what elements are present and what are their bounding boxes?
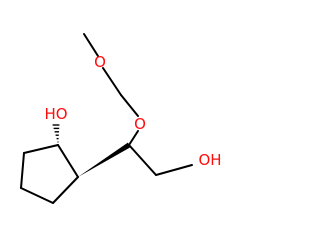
hashed-wedge-bond (52, 124, 60, 143)
chain-bonds (83, 33, 193, 176)
bold-wedge-bond (78, 142, 130, 177)
bond-chain-to-ether-o (128, 130, 139, 146)
ring-bond (57, 144, 79, 178)
ring-bond (52, 176, 79, 204)
ring-bond (23, 144, 59, 154)
bond-ch2-to-oh (155, 164, 193, 176)
bond-ch2-to-ether-o (102, 67, 122, 96)
chemical-structure-diagram: HO OH O O (20, 33, 222, 204)
hydroxyl-label-chain: OH (198, 151, 221, 169)
ether-oxygen-label-lower: O (134, 115, 146, 133)
hydroxyl-label-ring: HO (44, 105, 67, 123)
bond-ether-o-to-methyl (83, 33, 99, 57)
cyclopentane-ring (20, 144, 79, 204)
bond-ether-o-to-ch2 (120, 94, 139, 117)
ether-oxygen-label-upper: O (94, 53, 106, 71)
ring-bond (20, 152, 25, 189)
bond-chain-to-ch2 (128, 144, 157, 176)
ring-bond (20, 187, 54, 204)
